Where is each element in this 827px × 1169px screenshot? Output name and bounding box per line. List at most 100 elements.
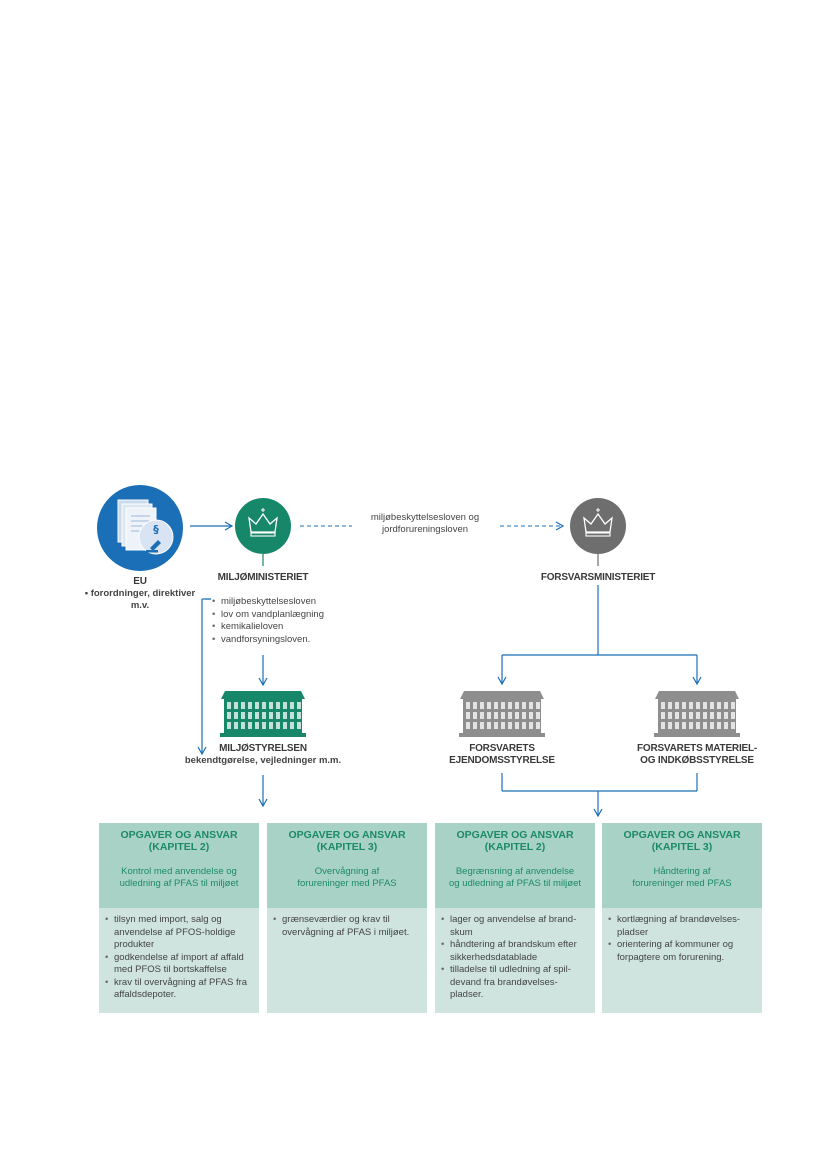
building-window (473, 702, 477, 709)
building-window (283, 702, 287, 709)
building-window (529, 712, 533, 719)
building-window (696, 712, 700, 719)
building-window (487, 702, 491, 709)
shared-laws-label: miljøbeskyttelsesloven og jordforurening… (370, 512, 480, 535)
building-window (262, 722, 266, 729)
building-window (515, 702, 519, 709)
building-window (724, 712, 728, 719)
building-window (466, 722, 470, 729)
building-window (227, 722, 231, 729)
building-window (241, 722, 245, 729)
building-window (717, 722, 721, 729)
eu-label: EU • forordninger, direktiver m.v. (80, 576, 200, 612)
eu-title: EU (133, 576, 147, 587)
building-window (473, 722, 477, 729)
building-window (248, 702, 252, 709)
environment-laws-list: miljøbeskyttelsesloven lov om vandplanlæ… (212, 596, 362, 646)
building-window (276, 712, 280, 719)
box-item: håndtering af brandskum efter sikkerheds… (441, 939, 589, 964)
building-window (297, 722, 301, 729)
building-window (675, 712, 679, 719)
law-item: kemikalieloven (212, 621, 362, 634)
building-window (480, 712, 484, 719)
building-window (536, 712, 540, 719)
environment-ministry-crown-icon (235, 498, 291, 554)
responsibility-box: OPGAVER OG ANSVAR(KAPITEL 2) Kontrol med… (99, 823, 259, 1013)
building-window (487, 712, 491, 719)
building-window (234, 702, 238, 709)
building-window (689, 702, 693, 709)
building-window (262, 702, 266, 709)
building-window (703, 722, 707, 729)
building-window (269, 702, 273, 709)
svg-text:§: § (153, 523, 159, 536)
building-window (487, 722, 491, 729)
building-window (682, 712, 686, 719)
building-window (717, 702, 721, 709)
building-window (290, 722, 294, 729)
box-items: tilsyn med import, salg og anvendelse af… (105, 914, 253, 1002)
building-window (522, 712, 526, 719)
box-item: godkendelse af import af affald med PFOS… (105, 952, 253, 977)
building-window (724, 702, 728, 709)
building-window (724, 722, 728, 729)
environment-agency-label: MILJØSTYRELSEN bekendtgørelse, vejlednin… (163, 743, 363, 767)
box-item: grænseværdier og krav til overvågning af… (273, 914, 421, 939)
building-window (703, 702, 707, 709)
building-window (710, 702, 714, 709)
building-window (234, 712, 238, 719)
environment-ministry-title: MILJØMINISTERIET (217, 572, 309, 583)
building-window (248, 712, 252, 719)
building-window (668, 712, 672, 719)
building-window (522, 722, 526, 729)
building-window (668, 722, 672, 729)
building-window (529, 702, 533, 709)
building-window (480, 702, 484, 709)
building-window (508, 722, 512, 729)
environment-agency-title: MILJØSTYRELSEN (219, 743, 307, 754)
law-item: miljøbeskyttelsesloven (212, 596, 362, 609)
building-window (661, 712, 665, 719)
building-window (682, 722, 686, 729)
building-window (515, 712, 519, 719)
building-window (255, 722, 259, 729)
building-window (501, 712, 505, 719)
building-window (269, 722, 273, 729)
building-window (668, 702, 672, 709)
box-item: tilladelse til udledning af spil-devand … (441, 964, 589, 1002)
box-item: tilsyn med import, salg og anvendelse af… (105, 914, 253, 952)
environment-agency-subtitle: bekendtgørelse, vejledninger m.m. (184, 755, 342, 766)
building-window (234, 722, 238, 729)
box-title: OPGAVER OG ANSVAR(KAPITEL 3) (623, 829, 741, 853)
building-window (241, 702, 245, 709)
building-window (696, 722, 700, 729)
building-window (494, 702, 498, 709)
eu-document-icon: § (97, 485, 183, 571)
building-window (689, 712, 693, 719)
building-window (255, 702, 259, 709)
building-window (703, 712, 707, 719)
defence-materiel-agency-label: FORSVARETS MATERIEL- OG INDKØBSSTYRELSE (636, 743, 758, 766)
building-window (255, 712, 259, 719)
box-title: OPGAVER OG ANSVAR(KAPITEL 3) (288, 829, 406, 853)
building-window (731, 702, 735, 709)
building-window (466, 702, 470, 709)
building-window (262, 712, 266, 719)
responsibility-box: OPGAVER OG ANSVAR(KAPITEL 3) Håndtering … (602, 823, 762, 1013)
building-window (283, 712, 287, 719)
box-item: kortlægning af brandøvelses-pladser (608, 914, 756, 939)
building-window (731, 722, 735, 729)
defence-ministry-title: FORSVARSMINISTERIET (540, 572, 656, 583)
box-item: krav til overvågning af PFAS fra affalds… (105, 977, 253, 1002)
defence-property-agency-label: FORSVARETS EJENDOMSSTYRELSE (449, 743, 555, 766)
building-window (696, 702, 700, 709)
building-window (290, 712, 294, 719)
building-window (494, 712, 498, 719)
building-window (682, 702, 686, 709)
building-window (501, 722, 505, 729)
building-window (473, 712, 477, 719)
